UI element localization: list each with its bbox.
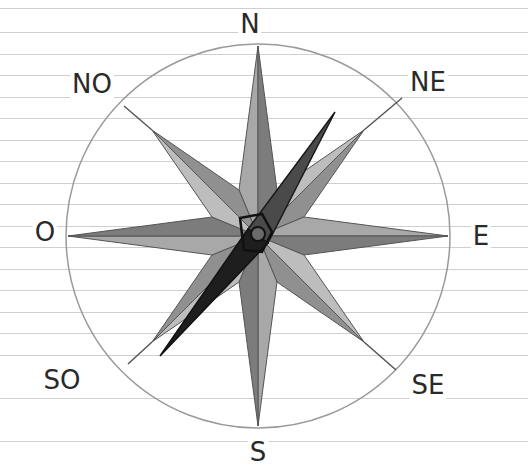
direction-label: S [248,438,269,466]
direction-label: SE [410,371,447,399]
direction-label: SO [42,366,83,394]
direction-label: NE [408,68,448,96]
direction-label: N [238,10,261,38]
compass-needle [160,112,335,356]
star-points [68,46,448,426]
direction-label: O [33,218,57,246]
direction-label: NO [70,70,114,98]
outer-circle [66,44,450,428]
direction-label: E [471,222,491,250]
